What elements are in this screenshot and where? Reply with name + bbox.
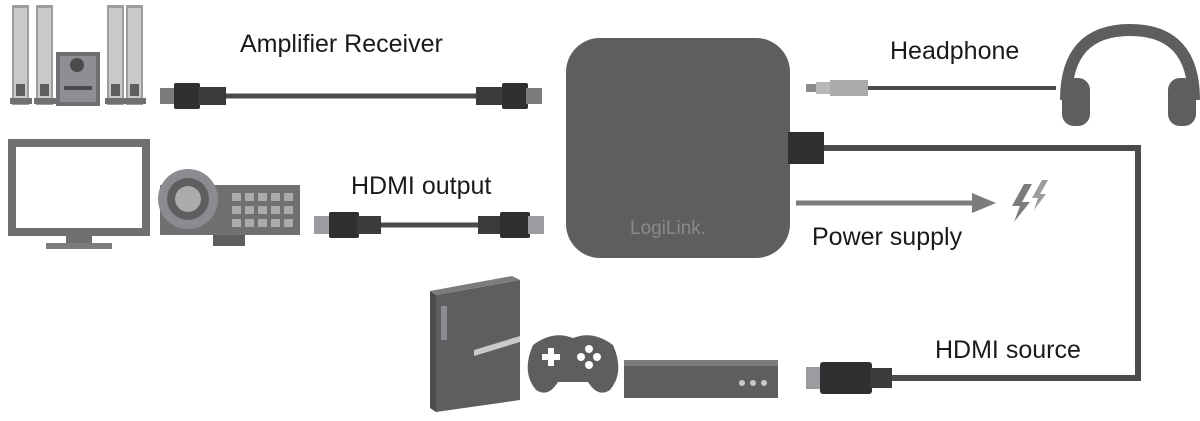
optical-cable <box>160 83 542 109</box>
monitor-icon <box>8 139 150 249</box>
headphone-label: Headphone <box>890 37 1020 65</box>
amplifier-receiver-label: Amplifier Receiver <box>240 30 443 58</box>
audio-jack-cable <box>806 80 1056 96</box>
projector-icon <box>158 169 300 246</box>
gamepad-icon <box>527 335 619 393</box>
hdmi-output-cable <box>314 212 544 238</box>
lightning-icon <box>1012 180 1048 222</box>
device-brand-label: LogiLink. <box>630 218 706 239</box>
power-supply-label: Power supply <box>812 223 963 251</box>
power-arrow-icon <box>796 193 996 213</box>
logilink-device: LogiLink. <box>566 38 824 258</box>
headphone-icon <box>1060 23 1200 126</box>
game-console-icon <box>430 276 520 412</box>
speaker-system-icon <box>10 5 146 106</box>
hdmi-source-label: HDMI source <box>935 336 1081 364</box>
hdmi-source-cable <box>806 145 1141 394</box>
media-player-icon <box>624 360 778 398</box>
hdmi-output-label: HDMI output <box>351 172 492 200</box>
